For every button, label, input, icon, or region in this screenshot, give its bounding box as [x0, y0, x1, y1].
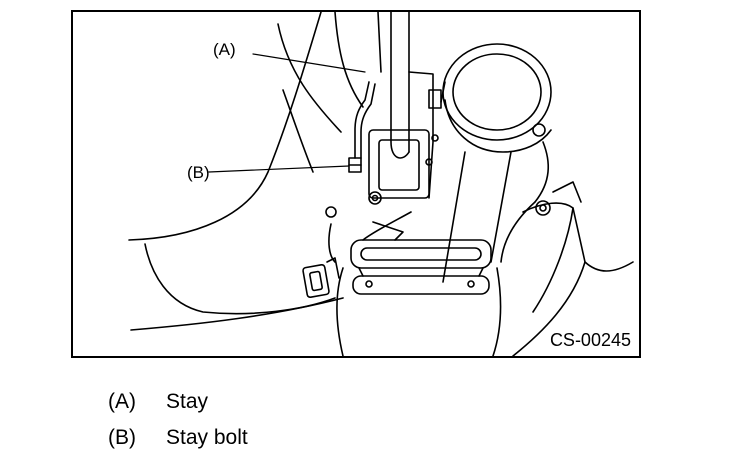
- legend-key: (A): [108, 390, 136, 413]
- hose-left-edge: [390, 12, 410, 159]
- right-bracket: [512, 202, 586, 356]
- leader-line-a: [252, 53, 366, 73]
- figure-code: CS-00245: [549, 330, 631, 350]
- leader-line-b: [208, 165, 350, 173]
- legend-label: Stay bolt: [166, 426, 248, 449]
- upper-curve: [277, 23, 342, 133]
- technical-illustration: (A) (B) CS-00245: [71, 10, 641, 358]
- engine-drawing: [128, 12, 634, 356]
- stay-bracket: [354, 81, 370, 159]
- lower-edge: [130, 297, 344, 331]
- legend-item-a: (A) Stay: [108, 390, 208, 414]
- flange: [350, 239, 492, 269]
- body-panel-outline: [128, 12, 322, 241]
- hose-clip: [302, 263, 330, 299]
- legend-label: Stay: [166, 390, 209, 413]
- legend-item-b: (B) Stay bolt: [108, 426, 248, 450]
- lower-duct: [442, 151, 466, 283]
- legend-key: (B): [108, 426, 136, 449]
- lower-body-outline: [144, 243, 336, 315]
- callout-a: (A): [213, 40, 236, 59]
- throttle-body: [368, 129, 430, 199]
- callout-b: (B): [187, 163, 210, 182]
